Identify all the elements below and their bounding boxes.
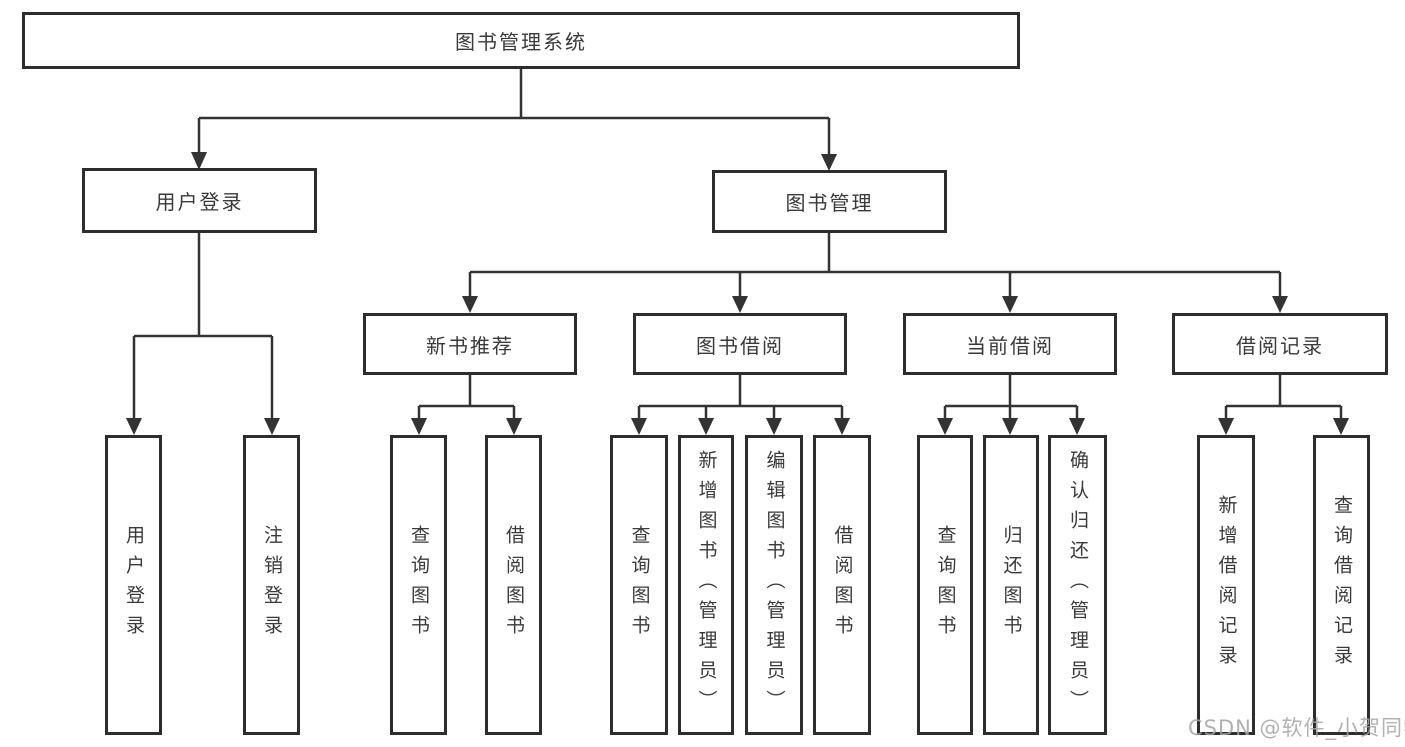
- node-user-login: 用户登录: [82, 168, 317, 233]
- leaf-user-login: 用户登录: [105, 435, 162, 735]
- connector-root-to-level1: [197, 69, 831, 156]
- leaf-add-borrow-record: 新增借阅记录: [1197, 435, 1255, 735]
- arrowhead: [732, 296, 748, 313]
- connector-records-children: [1224, 375, 1343, 420]
- node-book-borrow: 图书借阅: [633, 313, 847, 375]
- leaf-borrow-books-recommend: 借阅图书: [485, 435, 542, 735]
- arrowhead: [937, 418, 953, 435]
- connector-recommend-children: [417, 375, 516, 420]
- arrowhead: [506, 418, 522, 435]
- node-current-borrow: 当前借阅: [903, 313, 1117, 375]
- arrowhead: [1002, 296, 1018, 313]
- leaf-return-books: 归还图书: [983, 435, 1039, 735]
- arrowhead: [264, 418, 280, 435]
- leaf-logout-login: 注销登录: [243, 435, 300, 735]
- node-new-book-recommend: 新书推荐: [363, 313, 577, 375]
- leaf-confirm-return-admin: 确认归还（管理员）: [1048, 435, 1107, 735]
- node-borrow-records: 借阅记录: [1172, 313, 1388, 375]
- arrowhead: [766, 418, 782, 435]
- arrowhead: [834, 418, 850, 435]
- leaf-add-books-admin: 新增图书（管理员）: [678, 435, 734, 735]
- arrowhead: [1002, 418, 1018, 435]
- connector-book-mgmt-children: [468, 233, 1282, 298]
- leaf-query-books-borrow: 查询图书: [610, 435, 668, 735]
- leaf-query-borrow-record: 查询借阅记录: [1313, 435, 1370, 735]
- arrowhead: [462, 296, 478, 313]
- leaf-query-books-current: 查询图书: [917, 435, 973, 735]
- node-book-management: 图书管理: [712, 170, 947, 233]
- leaf-edit-books-admin: 编辑图书（管理员）: [745, 435, 803, 735]
- arrowheads: [126, 152, 1349, 435]
- arrowhead: [821, 154, 837, 171]
- arrowhead: [631, 418, 647, 435]
- connector-borrow-children: [637, 375, 844, 420]
- arrowhead: [126, 418, 142, 435]
- connector-current-children: [943, 375, 1079, 420]
- arrowhead: [411, 418, 427, 435]
- arrowhead: [698, 418, 714, 435]
- arrowhead: [1069, 418, 1085, 435]
- leaf-query-books-recommend: 查询图书: [390, 435, 447, 735]
- arrowhead: [191, 152, 207, 170]
- arrowhead: [1333, 418, 1349, 435]
- node-library-management-system: 图书管理系统: [22, 12, 1020, 69]
- arrowhead: [1218, 418, 1234, 435]
- leaf-borrow-books-borrow: 借阅图书: [813, 435, 871, 735]
- csdn-watermark: CSDN @软件_小贺同学: [1188, 716, 1405, 740]
- arrowhead: [1272, 296, 1288, 313]
- connector-user-login-children: [132, 233, 274, 420]
